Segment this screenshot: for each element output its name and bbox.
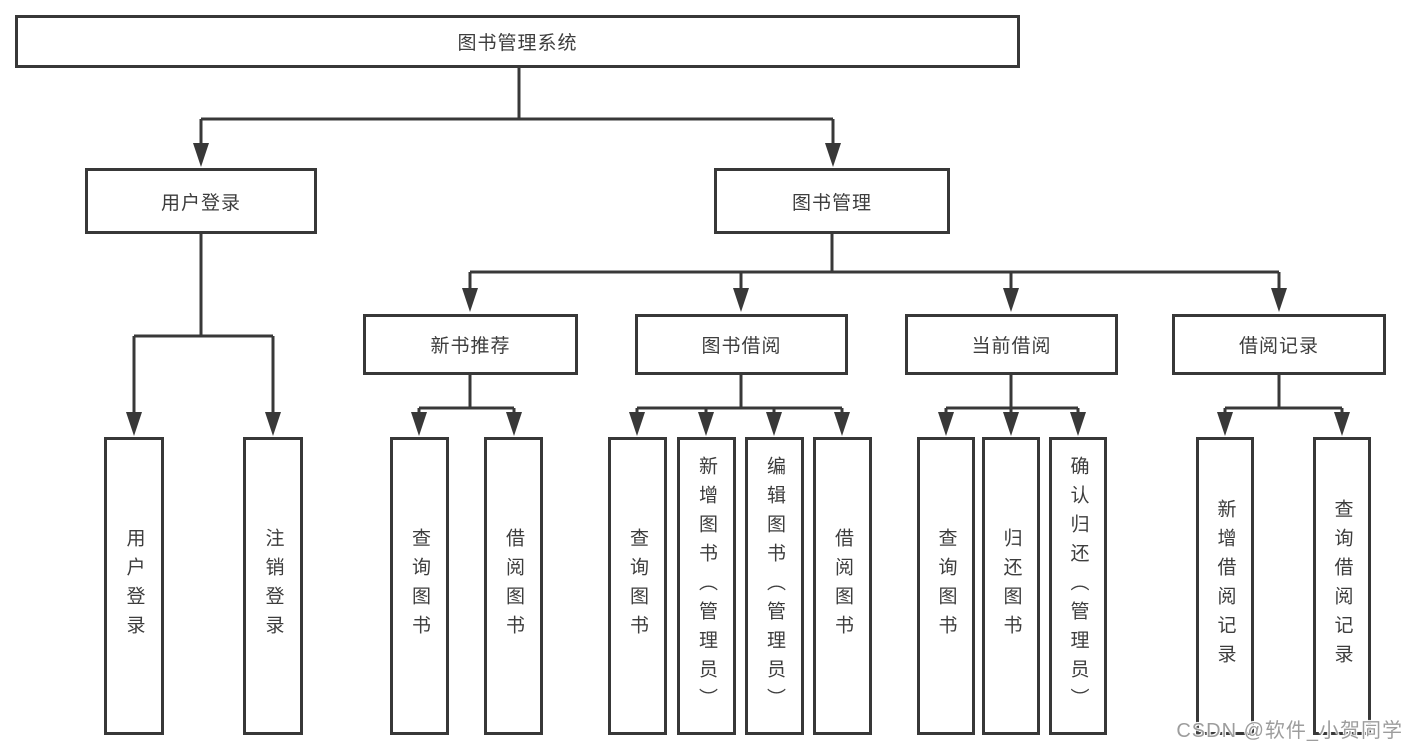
node-new-book-recommend: 新书推荐: [363, 314, 578, 375]
leaf-logout: 注销登录: [243, 437, 303, 735]
leaf-edit-book-admin-label: 编辑图书（管理员）: [764, 455, 785, 717]
arrowheads: [126, 143, 1350, 436]
leaf-user-login: 用户登录: [104, 437, 164, 735]
node-book-borrow: 图书借阅: [635, 314, 848, 375]
node-root: 图书管理系统: [15, 15, 1020, 68]
leaf-edit-book-admin: 编辑图书（管理员）: [745, 437, 804, 735]
leaf-confirm-return-admin-label: 确认归还（管理员）: [1067, 455, 1089, 717]
node-new-book-recommend-label: 新书推荐: [430, 336, 511, 357]
node-root-label: 图书管理系统: [457, 33, 578, 54]
node-borrow-records: 借阅记录: [1172, 314, 1386, 375]
leaf-query-borrow-record-label: 查询借阅记录: [1331, 499, 1353, 673]
leaf-query-books-recommend-label: 查询图书: [409, 528, 430, 644]
leaf-borrow-books-recommend: 借阅图书: [484, 437, 543, 735]
leaf-return-books-label: 归还图书: [1000, 528, 1022, 644]
leaf-add-borrow-record-label: 新增借阅记录: [1214, 499, 1236, 673]
node-user-login-label: 用户登录: [160, 192, 241, 214]
leaf-borrow-books: 借阅图书: [813, 437, 872, 735]
leaf-logout-label: 注销登录: [262, 528, 284, 644]
leaf-confirm-return-admin: 确认归还（管理员）: [1049, 437, 1107, 735]
leaf-user-login-label: 用户登录: [123, 528, 145, 644]
node-book-management: 图书管理: [714, 168, 950, 234]
node-book-borrow-label: 图书借阅: [701, 336, 782, 357]
leaf-query-books-borrow-label: 查询图书: [627, 528, 648, 644]
leaf-borrow-books-label: 借阅图书: [832, 528, 853, 644]
node-current-borrow: 当前借阅: [905, 314, 1118, 375]
node-user-login: 用户登录: [85, 168, 317, 234]
leaf-query-books-recommend: 查询图书: [390, 437, 449, 735]
leaf-query-books-current-label: 查询图书: [935, 528, 957, 644]
csdn-watermark: CSDN @软件_小贺同学: [1176, 720, 1403, 742]
leaf-add-book-admin-label: 新增图书（管理员）: [696, 455, 717, 717]
node-current-borrow-label: 当前借阅: [971, 336, 1052, 357]
leaf-borrow-books-recommend-label: 借阅图书: [503, 528, 524, 644]
node-book-management-label: 图书管理: [791, 192, 872, 214]
leaf-query-borrow-record: 查询借阅记录: [1313, 437, 1371, 735]
leaf-query-books-borrow: 查询图书: [608, 437, 667, 735]
leaf-add-book-admin: 新增图书（管理员）: [677, 437, 736, 735]
node-borrow-records-label: 借阅记录: [1238, 336, 1319, 357]
leaf-return-books: 归还图书: [982, 437, 1040, 735]
leaf-query-books-current: 查询图书: [917, 437, 975, 735]
leaf-add-borrow-record: 新增借阅记录: [1196, 437, 1254, 735]
